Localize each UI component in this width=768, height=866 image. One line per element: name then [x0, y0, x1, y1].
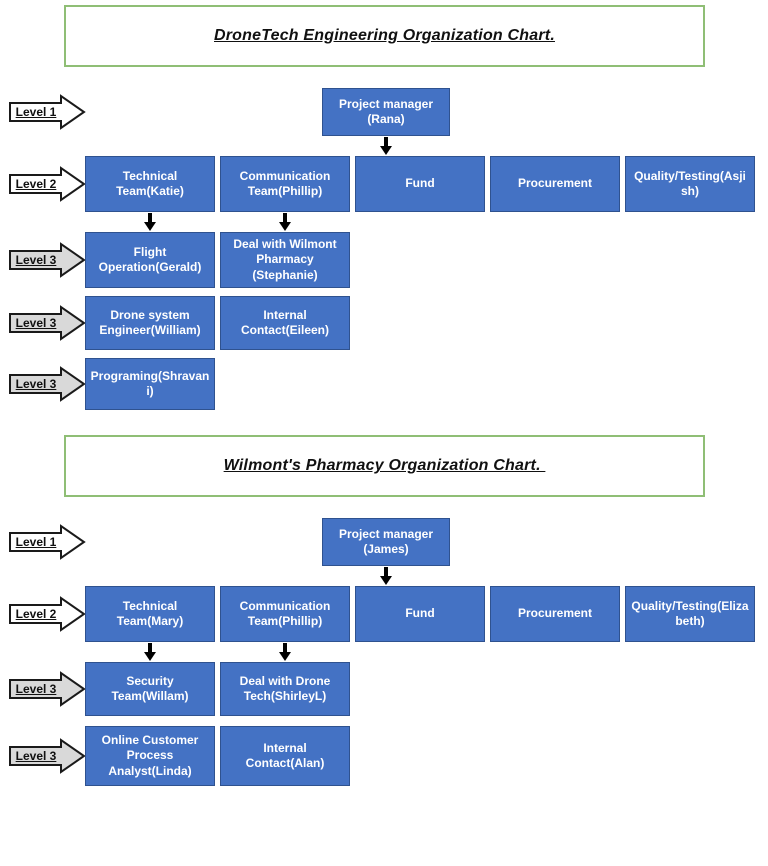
connector-stem: [148, 643, 152, 652]
level-arrow-label: Level 3: [15, 377, 57, 391]
level-arrow: Level 3: [8, 365, 86, 403]
chart-title: Wilmont's Pharmacy Organization Chart.: [223, 457, 546, 474]
org-box: Communication Team(Phillip): [220, 586, 350, 642]
level-arrow-label: Level 3: [15, 253, 57, 267]
level-arrow: Level 1: [8, 93, 86, 131]
level-arrow-label: Level 2: [15, 177, 57, 191]
org-box: Procurement: [490, 156, 620, 212]
chart-title-box: DroneTech Engineering Organization Chart…: [64, 5, 705, 67]
level-arrow: Level 3: [8, 304, 86, 342]
connector-stem: [283, 643, 287, 652]
org-box: Online Customer Process Analyst(Linda): [85, 726, 215, 786]
level-arrow: Level 2: [8, 595, 86, 633]
org-box: Internal Contact(Alan): [220, 726, 350, 786]
level-arrow-label: Level 3: [15, 316, 57, 330]
level-arrow: Level 3: [8, 737, 86, 775]
level-arrow-label: Level 3: [15, 749, 57, 763]
org-box: Project manager (Rana): [322, 88, 450, 136]
chart-title: DroneTech Engineering Organization Chart…: [214, 27, 555, 44]
right-block-arrow-icon: [9, 242, 86, 278]
org-box: Fund: [355, 586, 485, 642]
connector-stem: [384, 567, 388, 576]
right-block-arrow-icon: [9, 305, 86, 341]
right-block-arrow-icon: [9, 166, 86, 202]
right-block-arrow-icon: [9, 596, 86, 632]
chart-title-box: Wilmont's Pharmacy Organization Chart.: [64, 435, 705, 497]
org-box: Communication Team(Phillip): [220, 156, 350, 212]
org-box: Drone system Engineer(William): [85, 296, 215, 350]
right-block-arrow-icon: [9, 524, 86, 560]
level-arrow: Level 3: [8, 670, 86, 708]
down-arrow-connector: [279, 643, 291, 661]
connector-arrowhead-icon: [380, 576, 392, 585]
org-box: Flight Operation(Gerald): [85, 232, 215, 288]
org-box: Deal with Wilmont Pharmacy (Stephanie): [220, 232, 350, 288]
org-box: Quality/Testing(Asji sh): [625, 156, 755, 212]
org-box: Fund: [355, 156, 485, 212]
right-block-arrow-icon: [9, 94, 86, 130]
level-arrow-label: Level 1: [15, 105, 57, 119]
connector-stem: [283, 213, 287, 222]
connector-arrowhead-icon: [144, 652, 156, 661]
level-arrow: Level 1: [8, 523, 86, 561]
level-arrow-label: Level 3: [15, 682, 57, 696]
org-box: Programing(Shravan i): [85, 358, 215, 410]
right-block-arrow-icon: [9, 671, 86, 707]
org-box: Quality/Testing(Eliza beth): [625, 586, 755, 642]
connector-arrowhead-icon: [279, 222, 291, 231]
connector-arrowhead-icon: [279, 652, 291, 661]
org-box: Technical Team(Katie): [85, 156, 215, 212]
level-arrow: Level 3: [8, 241, 86, 279]
connector-arrowhead-icon: [144, 222, 156, 231]
level-arrow-label: Level 2: [15, 607, 57, 621]
down-arrow-connector: [380, 137, 392, 155]
right-block-arrow-icon: [9, 366, 86, 402]
down-arrow-connector: [144, 213, 156, 231]
down-arrow-connector: [279, 213, 291, 231]
connector-stem: [148, 213, 152, 222]
level-arrow: Level 2: [8, 165, 86, 203]
org-box: Procurement: [490, 586, 620, 642]
org-box: Project manager (James): [322, 518, 450, 566]
down-arrow-connector: [380, 567, 392, 585]
connector-arrowhead-icon: [380, 146, 392, 155]
right-block-arrow-icon: [9, 738, 86, 774]
org-box: Internal Contact(Eileen): [220, 296, 350, 350]
org-box: Security Team(Willam): [85, 662, 215, 716]
org-box: Deal with Drone Tech(ShirleyL): [220, 662, 350, 716]
org-box: Technical Team(Mary): [85, 586, 215, 642]
down-arrow-connector: [144, 643, 156, 661]
level-arrow-label: Level 1: [15, 535, 57, 549]
connector-stem: [384, 137, 388, 146]
